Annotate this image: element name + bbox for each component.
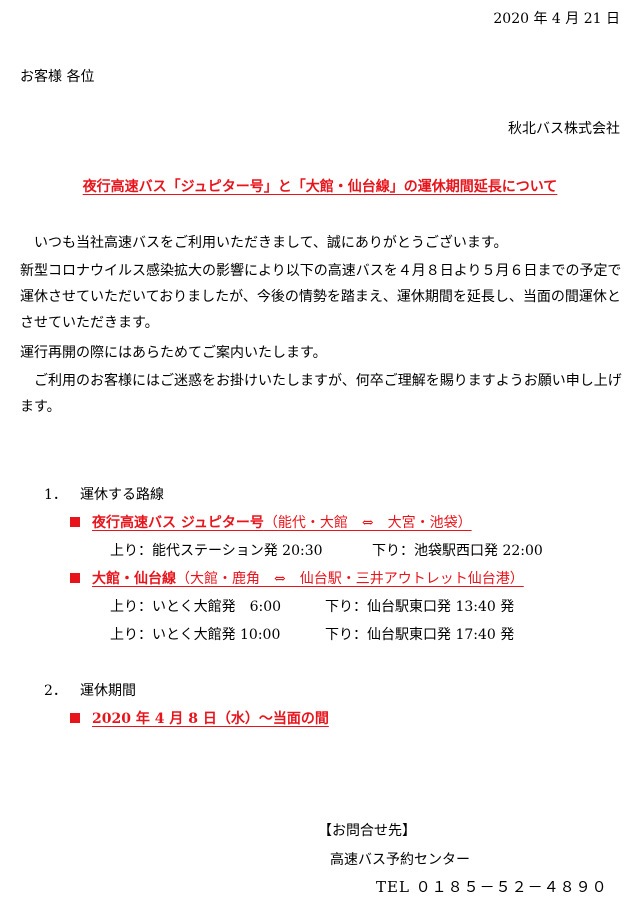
route-jupiter-times: 上り：能代ステーション発 20:30 下り：池袋駅西口発 22:00: [110, 540, 543, 560]
route-jupiter-name: 夜行高速バス ジュピター号: [92, 515, 264, 531]
contact-label: 【お問合せ先】: [318, 823, 416, 839]
section2-number: 2．: [44, 683, 67, 699]
contact-tel: TEL ０１８５－５２－４８９０: [376, 878, 608, 896]
route-odate-sendai-name: 大館・仙台線: [92, 571, 176, 587]
bullet-square-icon: [70, 517, 80, 527]
route-odate-sendai-up-2: 上り：いとく大館発 10:00: [110, 627, 281, 643]
paragraph-suspension-notice: 新型コロナウイルス感染拡大の影響により以下の高速バスを４月８日より５月６日までの…: [20, 263, 622, 331]
contact-name: 高速バス予約センター: [330, 852, 470, 868]
route-odate-sendai-times-2: 上り：いとく大館発 10:00 下り：仙台駅東口発 17:40 発: [110, 624, 514, 644]
suspension-period: 2020 年 4 月 8 日（水）～当面の間: [70, 708, 329, 728]
suspension-period-value: 2020 年 4 月 8 日（水）～当面の間: [92, 711, 329, 727]
route-odate-sendai-down-1: 下り：仙台駅東口発 13:40 発: [325, 599, 515, 615]
section1-title: 運休する路線: [80, 487, 164, 503]
route-odate-sendai: 大館・仙台線（大館・鹿角 ⇔ 仙台駅・三井アウトレット仙台港）: [70, 568, 524, 588]
document-date: 2020 年 4 月 21 日: [493, 11, 620, 27]
notice-title: 夜行高速バス「ジュピター号」と「大館・仙台線」の運休期間延長について: [82, 179, 558, 195]
addressee: お客様 各位: [20, 69, 95, 85]
paragraph-greeting: いつも当社高速バスをご利用いただきまして、誠にありがとうございます。: [34, 235, 508, 251]
route-jupiter-up: 上り：能代ステーション発 20:30: [110, 543, 323, 559]
route-jupiter-down: 下り：池袋駅西口発 22:00: [372, 543, 543, 559]
route-odate-sendai-times-1: 上り：いとく大館発 6:00 下り：仙台駅東口発 13:40 発: [110, 596, 514, 616]
route-odate-sendai-up-1: 上り：いとく大館発 6:00: [110, 599, 282, 615]
route-odate-sendai-detail: （大館・鹿角 ⇔ 仙台駅・三井アウトレット仙台港）: [176, 571, 524, 587]
paragraph-apology: ご利用のお客様にはご迷惑をお掛けいたしますが、何卒ご理解を賜りますようお願い申し…: [20, 373, 622, 415]
bullet-square-icon: [70, 713, 80, 723]
section1-heading: 1． 運休する路線: [44, 484, 164, 504]
paragraph-resumption: 運行再開の際にはあらためてご案内いたします。: [20, 345, 327, 361]
route-odate-sendai-down-2: 下り：仙台駅東口発 17:40 発: [325, 627, 515, 643]
section2-heading: 2． 運休期間: [44, 680, 136, 700]
sender-company: 秋北バス株式会社: [508, 121, 620, 137]
route-jupiter-detail: （能代・大館 ⇔ 大宮・池袋）: [263, 515, 472, 531]
route-jupiter: 夜行高速バス ジュピター号（能代・大館 ⇔ 大宮・池袋）: [70, 512, 472, 532]
section2-title: 運休期間: [80, 683, 136, 699]
section1-number: 1．: [44, 487, 67, 503]
bullet-square-icon: [70, 573, 80, 583]
